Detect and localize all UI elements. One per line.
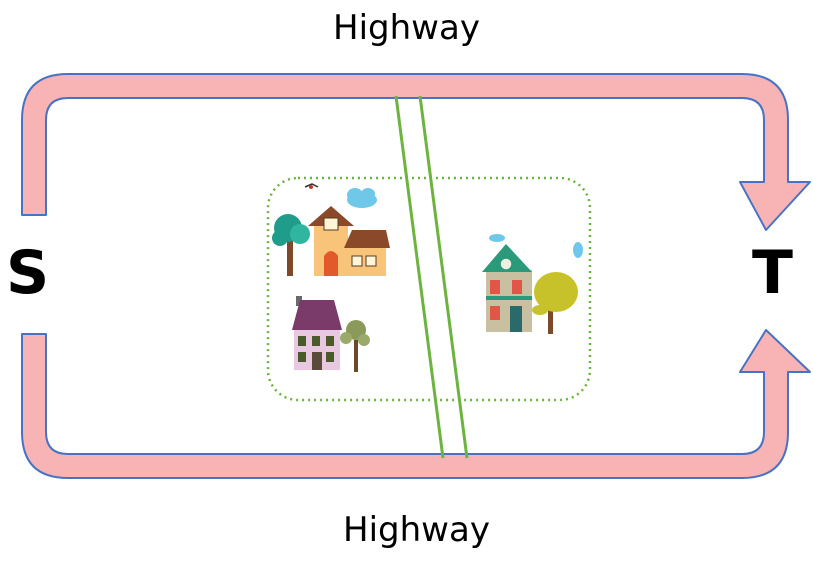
highway-bottom-label: Highway xyxy=(343,510,490,550)
cloud-icon xyxy=(347,188,377,208)
local-road-right-edge xyxy=(418,95,469,459)
source-node-s: S xyxy=(6,238,50,308)
house-icon xyxy=(292,296,342,370)
town-boundary xyxy=(266,176,592,402)
house-icon xyxy=(482,244,532,332)
top-highway-arrow xyxy=(21,73,811,231)
target-node-t: T xyxy=(752,238,793,308)
local-road-left-edge xyxy=(394,95,445,459)
tree-icon xyxy=(272,214,310,276)
bird-icon xyxy=(304,183,319,189)
bottom-highway-arrow xyxy=(21,329,811,479)
house-icon xyxy=(308,206,390,276)
cloud-icon xyxy=(489,234,583,258)
highway-top-label: Highway xyxy=(333,8,480,48)
tree-icon xyxy=(340,320,370,372)
tree-icon xyxy=(532,272,578,334)
